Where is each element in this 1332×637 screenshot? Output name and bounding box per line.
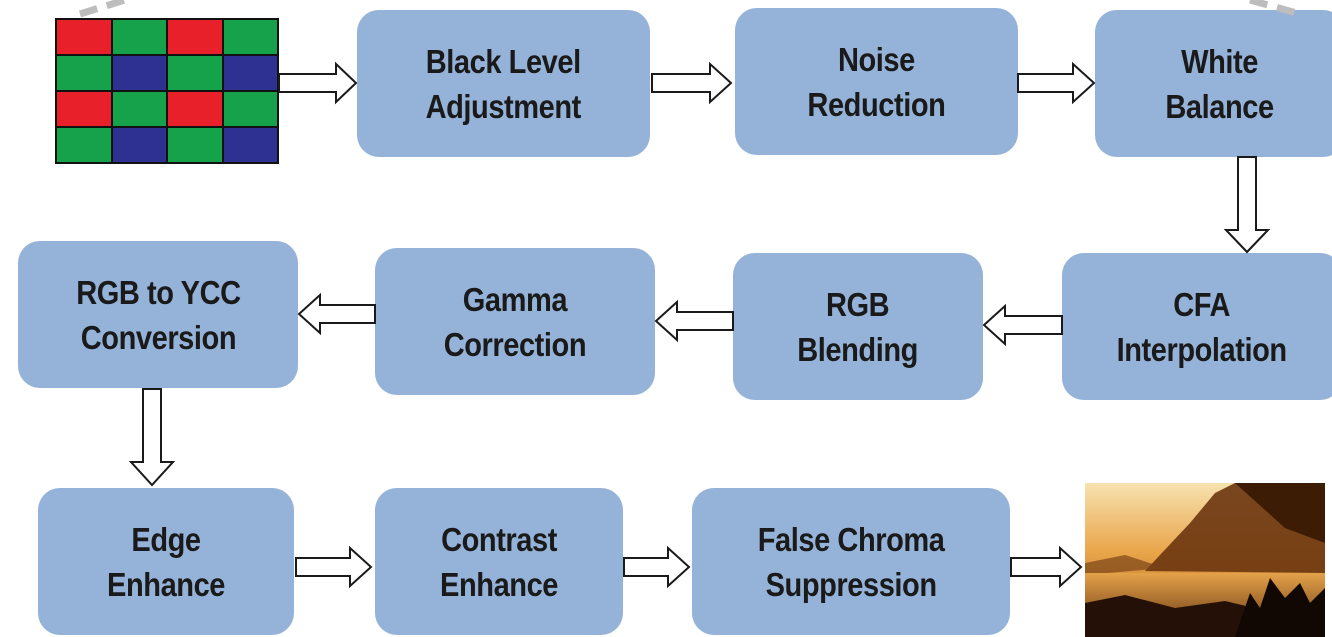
- stage-label: RGB to YCC: [75, 273, 241, 311]
- stage-label: Adjustment: [425, 87, 582, 125]
- stage-label: Suppression: [765, 565, 937, 603]
- arrow-right: [1010, 545, 1083, 589]
- stage-label: White: [1181, 42, 1259, 80]
- stage-label: Black Level: [426, 42, 581, 80]
- bayer-cell-red: [57, 92, 111, 126]
- arrow-left: [982, 303, 1063, 347]
- bayer-cell-green: [223, 20, 277, 54]
- arrow-left: [654, 299, 734, 343]
- output-photo: [1085, 483, 1325, 637]
- arrow-left: [297, 292, 376, 336]
- stage-label: Correction: [443, 325, 587, 363]
- bayer-cell-blue: [223, 56, 277, 90]
- bayer-cell-green: [112, 20, 166, 54]
- arrow-right: [295, 545, 373, 589]
- bayer-cell-red: [57, 20, 111, 54]
- bayer-cell-green: [223, 92, 277, 126]
- bayer-cell-green: [57, 128, 111, 162]
- stage-label: Gamma: [462, 280, 568, 318]
- stage-label: Balance: [1165, 87, 1275, 125]
- arrow-down: [128, 388, 176, 487]
- arrow-down: [1223, 156, 1271, 254]
- stage-label: CFA: [1173, 285, 1231, 323]
- bayer-cell-blue: [112, 128, 166, 162]
- arrow-right: [651, 61, 733, 105]
- stage-label: False Chroma: [757, 520, 945, 558]
- bayer-cell-green: [57, 56, 111, 90]
- bayer-cell-red: [168, 20, 222, 54]
- arrow-right: [1017, 61, 1096, 105]
- bayer-cell-red: [168, 92, 222, 126]
- arrow-right: [623, 545, 691, 589]
- output-photo-image: [1085, 483, 1325, 637]
- arrow-right: [278, 61, 358, 105]
- stage-rgb-to-ycc: RGB to YCC Conversion: [18, 241, 298, 388]
- stage-label: RGB: [826, 285, 890, 323]
- stage-label: Reduction: [807, 85, 946, 123]
- stage-cfa-interpolation: CFA Interpolation: [1062, 253, 1332, 400]
- stage-label: Conversion: [80, 318, 236, 356]
- bayer-cell-green: [168, 56, 222, 90]
- stage-label: Interpolation: [1116, 330, 1288, 368]
- bayer-cell-blue: [223, 128, 277, 162]
- stage-label: Noise: [838, 40, 915, 78]
- stage-label: Edge: [131, 520, 201, 558]
- bayer-cfa-mosaic: [55, 18, 279, 164]
- bayer-cell-green: [112, 92, 166, 126]
- stage-label: Blending: [797, 330, 919, 368]
- stage-label: Contrast: [441, 520, 557, 558]
- bayer-cell-blue: [112, 56, 166, 90]
- stage-label: Enhance: [107, 565, 225, 603]
- stage-rgb-blending: RGB Blending: [733, 253, 983, 400]
- dashed-decoration: [78, 0, 1301, 18]
- bayer-cell-green: [168, 128, 222, 162]
- stage-label: Enhance: [440, 565, 558, 603]
